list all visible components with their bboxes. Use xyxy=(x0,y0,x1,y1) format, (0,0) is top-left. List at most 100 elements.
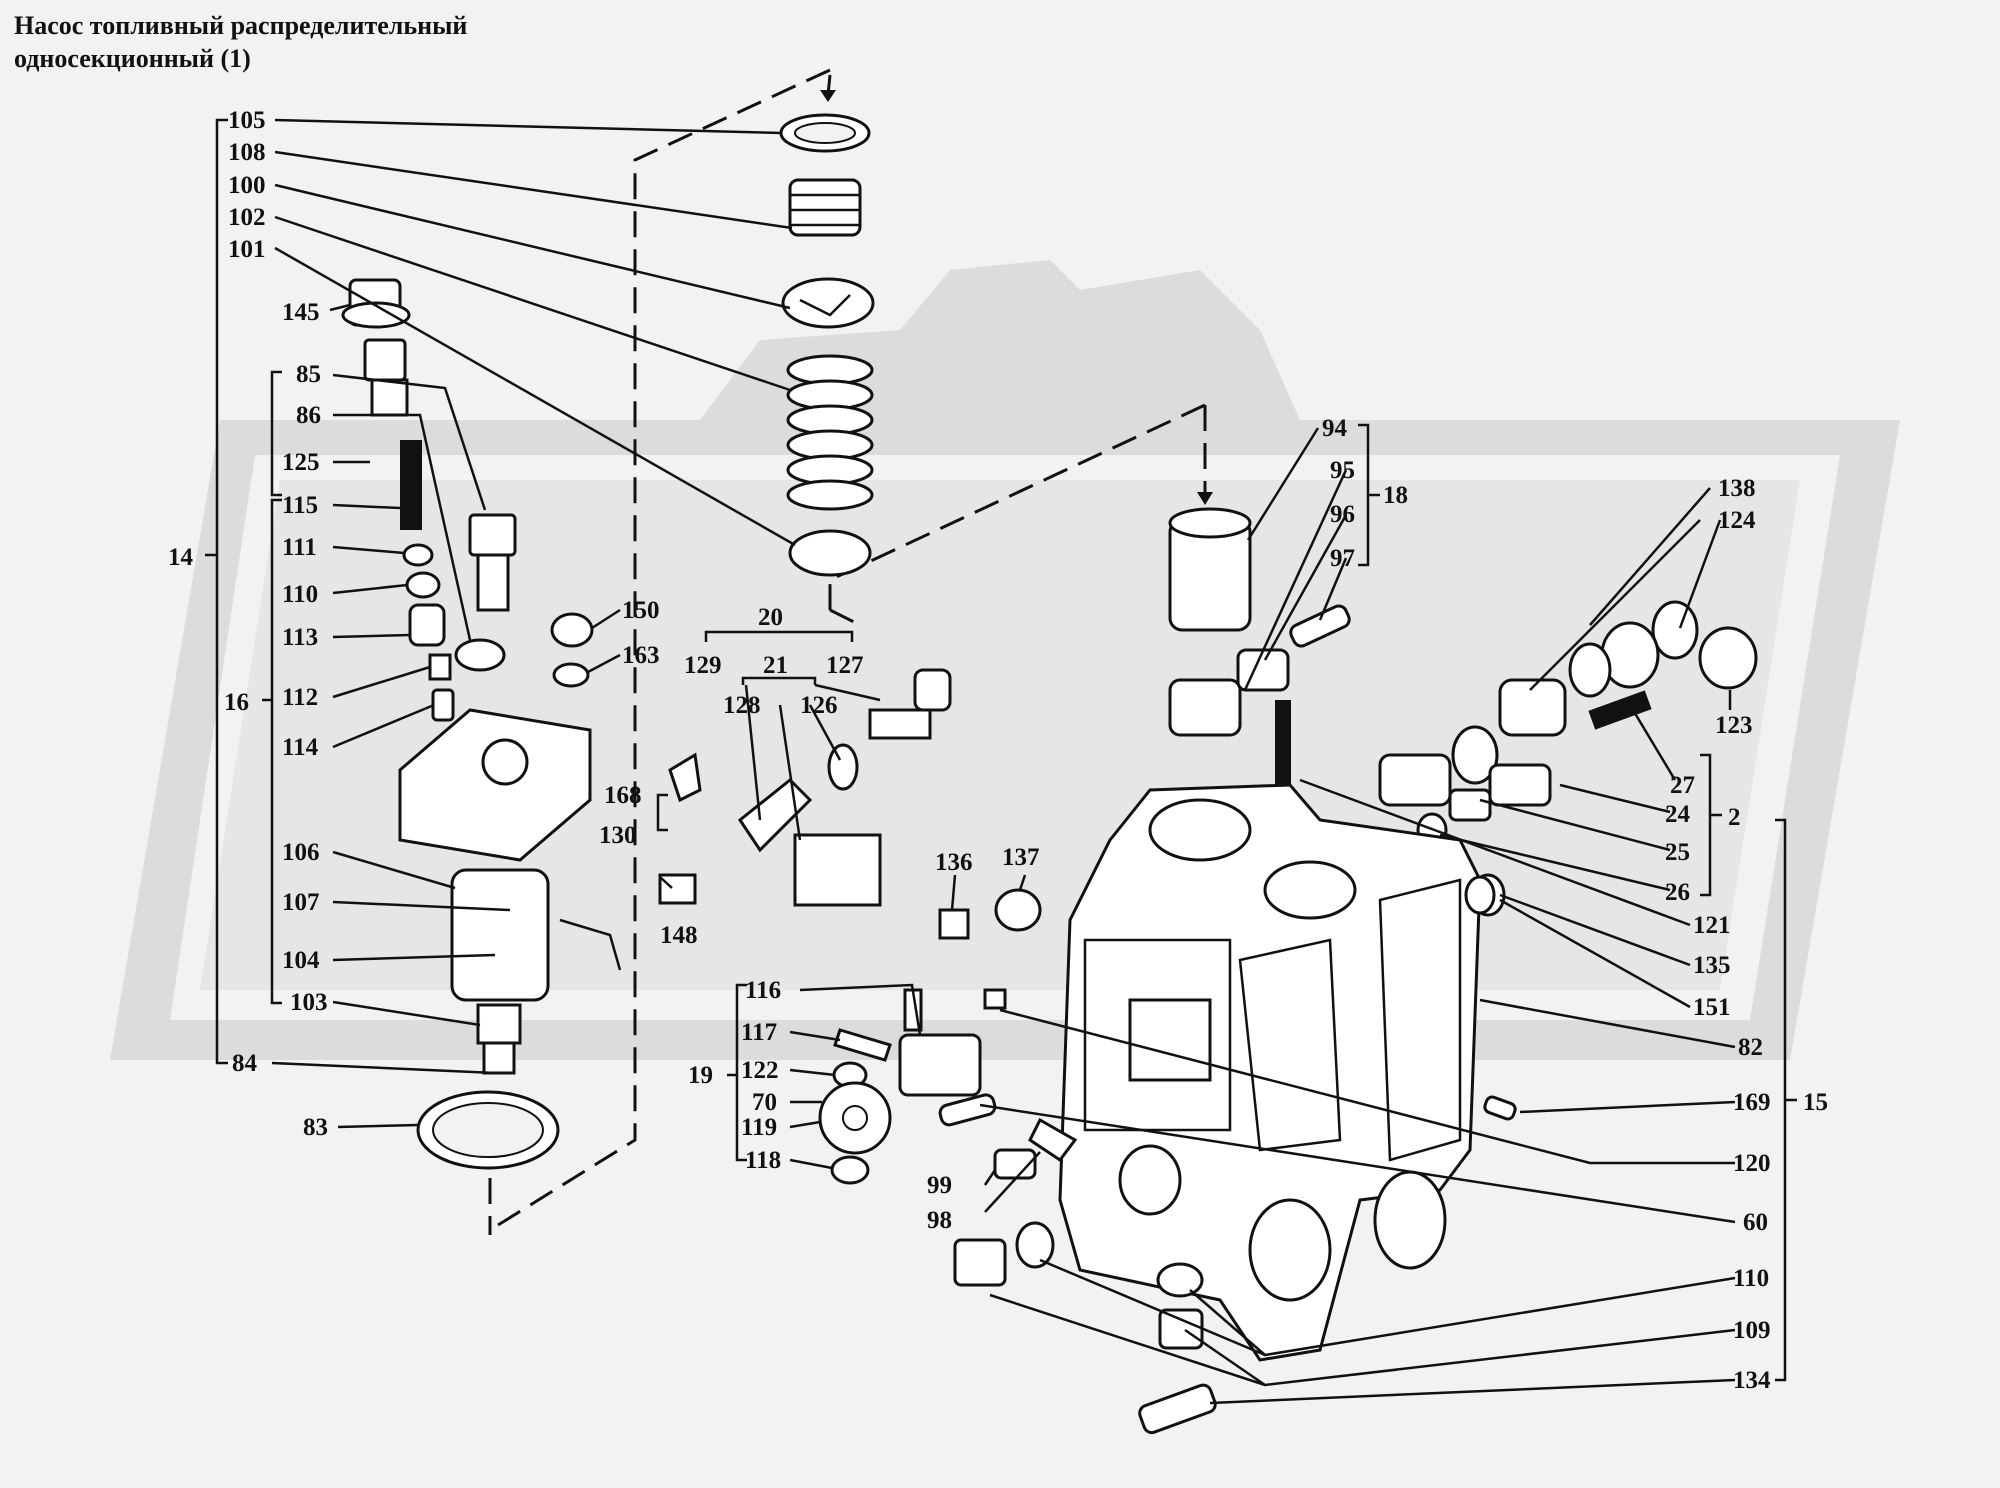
label-138: 138 xyxy=(1718,475,1756,502)
label-130: 130 xyxy=(599,822,637,849)
nut-86 xyxy=(370,378,409,417)
label-111: 111 xyxy=(282,534,317,561)
washer-100 xyxy=(781,277,875,329)
ring-126 xyxy=(827,743,859,791)
label-18: 18 xyxy=(1383,482,1408,509)
label-85: 85 xyxy=(296,361,321,388)
label-135: 135 xyxy=(1693,952,1731,979)
fitting-85 xyxy=(363,338,407,382)
label-112: 112 xyxy=(282,684,318,711)
bolt-109 xyxy=(953,1238,1007,1287)
group-brackets xyxy=(205,118,1797,1382)
washer-118 xyxy=(830,1155,870,1185)
label-134: 134 xyxy=(1733,1367,1771,1394)
label-118: 118 xyxy=(745,1147,781,1174)
label-25: 25 xyxy=(1665,839,1690,866)
label-102: 102 xyxy=(228,204,266,231)
lever-assembly-20 xyxy=(658,668,1042,940)
stud xyxy=(1275,700,1291,790)
washer-110 xyxy=(1015,1221,1055,1269)
label-150: 150 xyxy=(622,597,660,624)
label-86: 86 xyxy=(296,402,321,429)
housing-window xyxy=(1128,998,1212,1082)
part-labels: 105 108 100 102 101 145 85 86 125 115 11… xyxy=(168,107,1828,1394)
label-123: 123 xyxy=(1715,712,1753,739)
label-125: 125 xyxy=(282,449,320,476)
label-104: 104 xyxy=(282,947,320,974)
barrel-106 xyxy=(450,868,550,1002)
pin-96 xyxy=(1236,648,1290,692)
ring-86 xyxy=(454,638,506,672)
label-121: 121 xyxy=(1693,912,1731,939)
gear-108 xyxy=(788,178,862,237)
plunger-assembly-16 xyxy=(341,278,622,1170)
nut-150 xyxy=(550,612,594,648)
part-114 xyxy=(431,688,455,722)
label-100: 100 xyxy=(228,172,266,199)
label-98: 98 xyxy=(927,1207,952,1234)
screw-120 xyxy=(983,988,1007,1010)
label-70: 70 xyxy=(752,1089,777,1116)
label-137: 137 xyxy=(1002,844,1040,871)
part-136 xyxy=(938,908,970,940)
label-16: 16 xyxy=(224,689,249,716)
label-136: 136 xyxy=(935,849,973,876)
label-27: 27 xyxy=(1670,772,1695,799)
arrow-icons xyxy=(820,90,1213,505)
block-130 xyxy=(793,833,882,907)
roller-95 xyxy=(1168,678,1242,737)
label-127: 127 xyxy=(826,652,864,679)
label-107: 107 xyxy=(282,889,320,916)
label-114: 114 xyxy=(282,734,319,761)
label-95: 95 xyxy=(1330,457,1355,484)
pin-97 xyxy=(1289,604,1351,648)
label-122: 122 xyxy=(741,1057,779,1084)
plate-101 xyxy=(788,529,872,577)
label-163: 163 xyxy=(622,642,660,669)
label-96: 96 xyxy=(1330,501,1355,528)
label-126: 126 xyxy=(800,692,838,719)
fitting-24 xyxy=(1378,753,1452,807)
label-145: 145 xyxy=(282,299,320,326)
label-84: 84 xyxy=(232,1050,258,1077)
stud-134 xyxy=(1138,1383,1217,1435)
washer-163 xyxy=(552,662,590,688)
label-115: 115 xyxy=(282,492,318,519)
valve-113 xyxy=(408,603,446,647)
label-148: 148 xyxy=(660,922,698,949)
label-119: 119 xyxy=(741,1114,777,1141)
label-94: 94 xyxy=(1322,415,1348,442)
ring-110 xyxy=(405,571,441,599)
label-82: 82 xyxy=(1738,1034,1763,1061)
head-block xyxy=(398,708,592,862)
label-99: 99 xyxy=(927,1172,952,1199)
label-124: 124 xyxy=(1718,507,1756,534)
label-83: 83 xyxy=(303,1114,328,1141)
label-101: 101 xyxy=(228,236,266,263)
roller-assembly-18 xyxy=(1168,507,1351,790)
leader-lines xyxy=(271,118,1736,1405)
part-99 xyxy=(1028,1117,1078,1163)
label-151: 151 xyxy=(1693,994,1731,1021)
spring-102 xyxy=(786,354,874,511)
pin-127 xyxy=(868,708,932,740)
label-168: 168 xyxy=(604,782,642,809)
part-168 xyxy=(668,752,702,803)
label-129: 129 xyxy=(684,652,722,679)
label-15: 15 xyxy=(1803,1089,1828,1116)
body-116 xyxy=(898,1033,982,1097)
part-84 xyxy=(482,1041,516,1075)
label-109: 109 xyxy=(1733,1317,1771,1344)
ring-138 xyxy=(1651,600,1699,660)
sleeve-124 xyxy=(1498,678,1567,737)
label-117: 117 xyxy=(741,1019,777,1046)
spring-27 xyxy=(1588,690,1652,730)
label-14: 14 xyxy=(168,544,194,571)
page-title: Насос топливный распределительный односе… xyxy=(14,10,467,75)
screw-85b xyxy=(468,513,517,557)
label-120: 120 xyxy=(1733,1150,1771,1177)
spring-115 xyxy=(400,440,422,530)
title-line-1: Насос топливный распределительный xyxy=(14,11,468,40)
label-128: 128 xyxy=(723,692,761,719)
